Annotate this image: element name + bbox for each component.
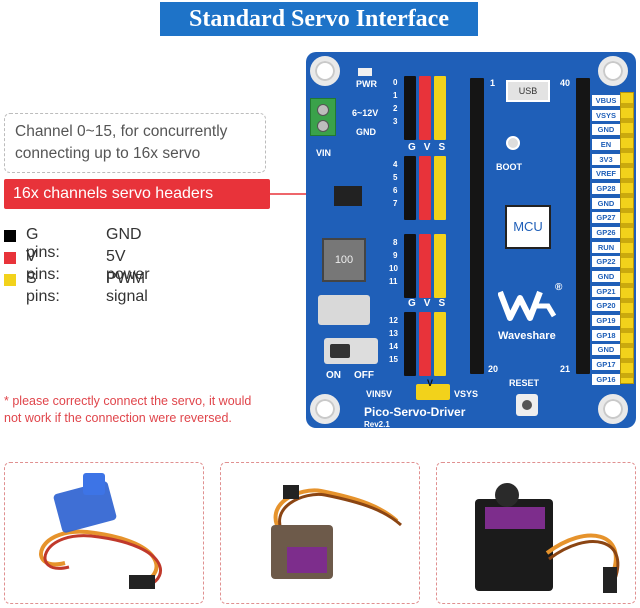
channel-note: Channel 0~15, for concurrently connectin… [4, 113, 266, 173]
gnd-label: GND [356, 127, 376, 137]
boot-label: BOOT [496, 162, 522, 172]
registered-mark: ® [555, 282, 563, 293]
reset-button[interactable] [516, 394, 538, 416]
switch-off-label: OFF [354, 370, 374, 381]
boot-button[interactable] [506, 136, 520, 150]
pwr-led [358, 68, 372, 76]
v-jumper-label: V [427, 378, 434, 388]
mounting-hole-icon [310, 56, 340, 86]
gvs-label-bottom: GVS [408, 298, 454, 309]
servo-photo-standard-black [436, 462, 636, 604]
power-switch[interactable] [324, 338, 378, 364]
vsys-label: VSYS [454, 389, 479, 399]
pico-header-left [470, 78, 484, 374]
page-title: Standard Servo Interface [160, 2, 478, 36]
mounting-hole-icon [310, 394, 340, 424]
servo-header-block [404, 234, 454, 298]
gpio-pin-strip [620, 92, 634, 384]
vin-label: VIN [316, 148, 332, 158]
vin5v-label: VIN5V [366, 389, 393, 399]
revision-label: Rev2.1 [364, 420, 390, 429]
waveshare-logo-icon [497, 284, 558, 324]
reverse-connection-warning: * please correctly connect the servo, it… [4, 394, 252, 425]
servo-header-block [404, 312, 454, 376]
gvs-label-top: GVS [408, 142, 454, 153]
pwr-label: PWR [356, 79, 377, 89]
regulator-chip [334, 186, 362, 206]
channel-note-line-1: Channel 0~15, for concurrently [15, 123, 228, 140]
servo-photo-micro-metal [220, 462, 420, 604]
pico-header-right [576, 78, 590, 374]
servo-photo-micro-blue [4, 462, 204, 604]
reset-label: RESET [509, 378, 540, 388]
red-swatch-icon [4, 252, 16, 264]
servo-header-block [404, 76, 454, 140]
yellow-swatch-icon [4, 274, 16, 286]
usb-port: USB [506, 80, 550, 102]
servo-header-block [404, 156, 454, 220]
mounting-hole-icon [598, 56, 628, 86]
switch-on-label: ON [326, 370, 341, 381]
power-jumper[interactable] [416, 384, 450, 400]
brand-label: Waveshare [498, 330, 556, 342]
pin-21-label: 21 [560, 364, 571, 374]
pin-20-label: 20 [488, 364, 499, 374]
mcu-chip: MCU [505, 205, 551, 249]
channel-note-line-2: connecting up to 16x servo [15, 145, 201, 162]
pin-40-label: 40 [560, 78, 571, 88]
servo-headers-label: 16x channels servo headers [4, 179, 270, 209]
pin-1-label: 1 [490, 78, 496, 88]
black-swatch-icon [4, 230, 16, 242]
capacitor-group [318, 295, 370, 325]
power-terminal-block [310, 98, 336, 136]
mounting-hole-icon [598, 394, 628, 424]
vin-range-label: 6~12V [352, 108, 379, 118]
inductor: 100 [322, 238, 366, 282]
product-name: Pico-Servo-Driver [364, 405, 466, 419]
